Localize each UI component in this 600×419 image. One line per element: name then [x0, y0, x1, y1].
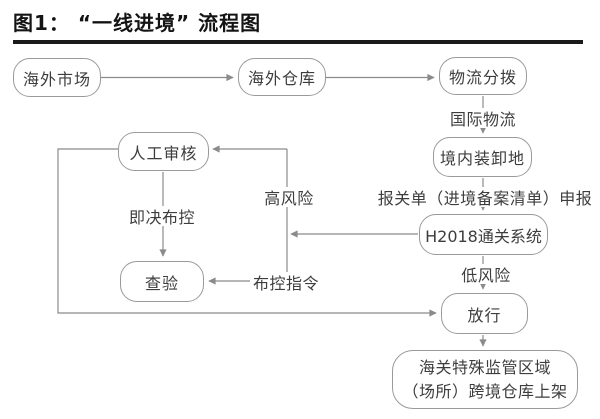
node-bonded-warehouse: 海关特殊监管区域 （场所）跨境仓库上架 [392, 350, 578, 409]
bonded-warehouse-line2: （场所）跨境仓库上架 [402, 381, 568, 401]
edge-label-low-risk: 低风险 [458, 264, 514, 285]
edge-label-high-risk: 高风险 [261, 187, 317, 208]
node-h2018-system: H2018通关系统 [419, 214, 548, 255]
node-logistics-distribution: 物流分拨 [439, 57, 527, 95]
node-manual-review: 人工审核 [118, 132, 209, 171]
node-overseas-warehouse: 海外仓库 [238, 58, 326, 96]
title-divider-rule [13, 40, 583, 44]
figure-title: 图1： “一线进境” 流程图 [13, 11, 262, 35]
node-release: 放行 [441, 293, 528, 334]
node-overseas-market: 海外市场 [13, 58, 101, 97]
edge-review-to-release [57, 148, 437, 317]
node-inspection: 查验 [120, 261, 204, 302]
edge-label-international-logistics: 国际物流 [447, 108, 519, 129]
edge-label-instant-control: 即决布控 [127, 206, 197, 227]
edge-label-customs-declaration: 报关单（进境备案清单）申报 [377, 187, 593, 208]
edge-label-control-instruction: 布控指令 [250, 272, 322, 293]
bonded-warehouse-line1: 海关特殊监管区域 [418, 358, 551, 378]
node-domestic-loading: 境内装卸地 [433, 137, 532, 177]
